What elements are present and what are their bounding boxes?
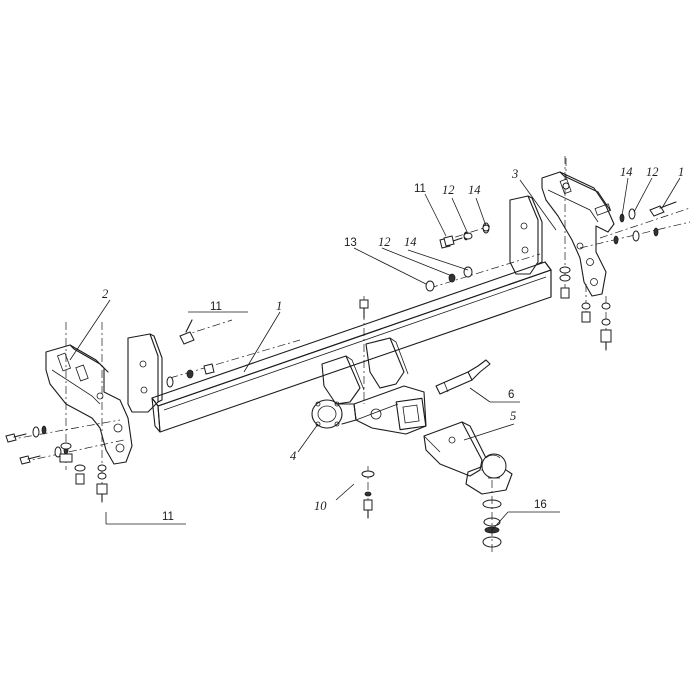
callout-10: 10 [314,499,327,513]
callout-numbers: 1 2 3 4 5 6 10 11 11 11 12 12 12 13 14 1… [102,165,684,523]
ball-mount [423,421,513,495]
callout-4: 4 [290,449,296,463]
hitch-pin [435,359,491,395]
callout-1: 1 [276,299,282,313]
callout-edge: 1 [678,165,684,179]
callout-14-mid: 14 [404,235,417,249]
callout-6: 6 [508,389,514,401]
right-bar-plate [509,195,543,275]
callout-3: 3 [511,167,518,181]
left-bracket [45,344,133,465]
callout-12-right: 12 [646,165,659,179]
receiver-assembly [321,337,427,435]
cross-bar [151,261,552,433]
right-bracket [541,171,615,297]
callout-14-right: 14 [620,165,633,179]
callout-12-top: 12 [442,183,455,197]
socket-plate [311,399,357,429]
leader-lines [69,177,681,531]
right-bracket-hardware [559,201,677,351]
callout-12-mid: 12 [378,235,391,249]
callout-13: 13 [344,237,357,249]
callout-5: 5 [510,409,516,423]
callout-11-bottom: 11 [162,511,174,523]
left-hardware [5,319,215,503]
callout-11-top: 11 [414,183,426,195]
callout-16: 16 [534,499,547,511]
left-bar-plate [127,333,163,413]
callout-14-top: 14 [468,183,481,197]
top-hardware [443,158,570,247]
center-bolt [361,470,375,519]
callout-11-left: 11 [210,301,222,313]
callout-2: 2 [102,287,108,301]
